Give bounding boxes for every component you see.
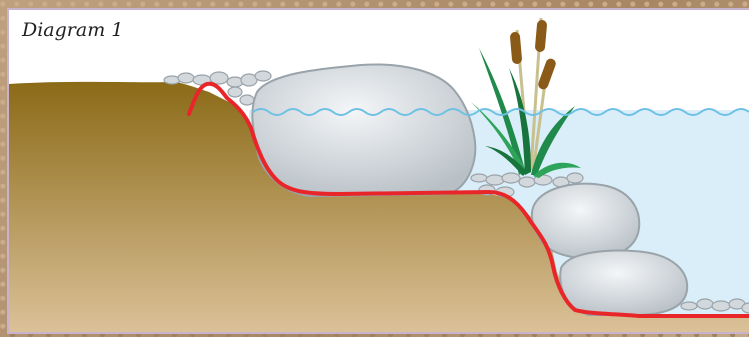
diagram-title: Diagram 1 (22, 19, 123, 41)
large-rock (252, 64, 475, 196)
pond-cross-section-diagram (9, 10, 749, 334)
lower-rock (560, 251, 687, 315)
diagram-panel: Diagram 1 (7, 8, 749, 334)
